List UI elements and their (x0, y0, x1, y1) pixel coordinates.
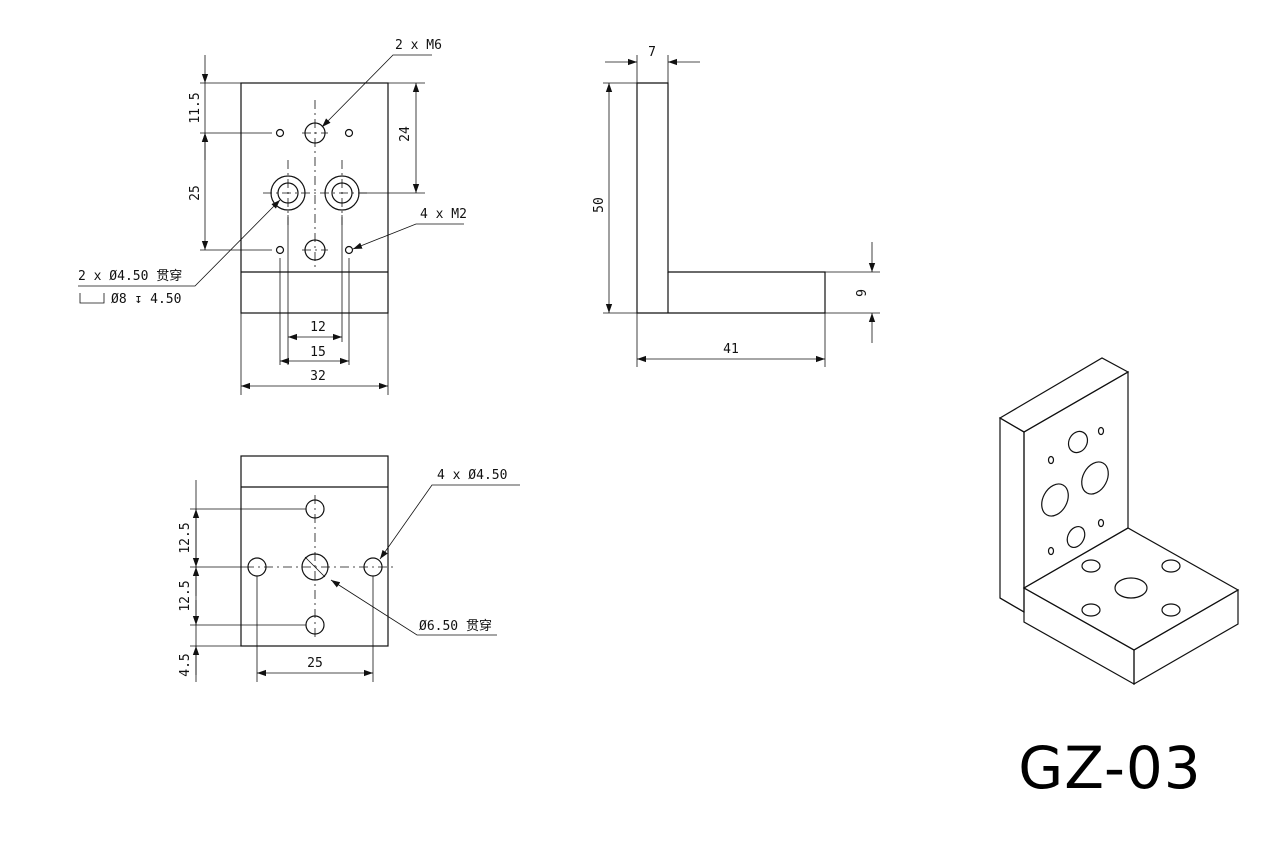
m6-hole-top (304, 122, 326, 144)
bottom-view: 12.5 12.5 4.5 25 4 x Ø4.50 Ø6.50 贯穿 (178, 455, 520, 682)
callout-m6: 2 x M6 (395, 38, 442, 53)
center-hole-6-50 (301, 553, 329, 581)
side-view: 7 50 9 41 (592, 45, 880, 367)
part-number: GZ-03 (1018, 734, 1201, 802)
dim-50: 50 (592, 197, 607, 213)
dim-11-5: 11.5 (188, 92, 203, 123)
dim-41: 41 (723, 342, 739, 357)
dim-9: 9 (855, 289, 870, 297)
callout-thru-hole: 2 x Ø4.50 贯穿 (78, 268, 182, 284)
callout-m2: 4 x M2 (420, 207, 467, 222)
counterbore-left-inner (277, 182, 299, 204)
m2-hole (275, 128, 285, 138)
dim-15: 15 (310, 345, 326, 360)
dim-25: 25 (307, 656, 323, 671)
counterbore-right-outer (324, 175, 360, 211)
front-view: 11.5 25 24 12 15 32 2 x M6 4 x M2 2 x Ø4… (78, 38, 467, 395)
m2-hole (344, 128, 354, 138)
dim-4-5: 4.5 (178, 653, 193, 676)
m6-hole-bottom (304, 239, 326, 261)
dim-32: 32 (310, 369, 326, 384)
counterbore-left-outer (270, 175, 306, 211)
dim-12: 12 (310, 320, 326, 335)
m2-hole (275, 245, 285, 255)
counterbore-right-inner (331, 182, 353, 204)
dim-7: 7 (648, 45, 656, 60)
dim-12-5-bottom: 12.5 (178, 580, 193, 611)
counterbore-symbol (79, 293, 105, 304)
m2-hole (344, 245, 354, 255)
side-view-outline (636, 82, 826, 314)
isometric-view (998, 357, 1240, 686)
dim-24: 24 (398, 126, 413, 142)
callout-four-holes: 4 x Ø4.50 (437, 468, 507, 483)
dim-12-5-top: 12.5 (178, 522, 193, 553)
callout-center-hole: Ø6.50 贯穿 (419, 618, 492, 634)
callout-counterbore: Ø8 ↧ 4.50 (111, 292, 181, 307)
dim-25: 25 (188, 185, 203, 201)
bottom-view-outline (240, 455, 389, 647)
front-view-outline (240, 82, 389, 314)
